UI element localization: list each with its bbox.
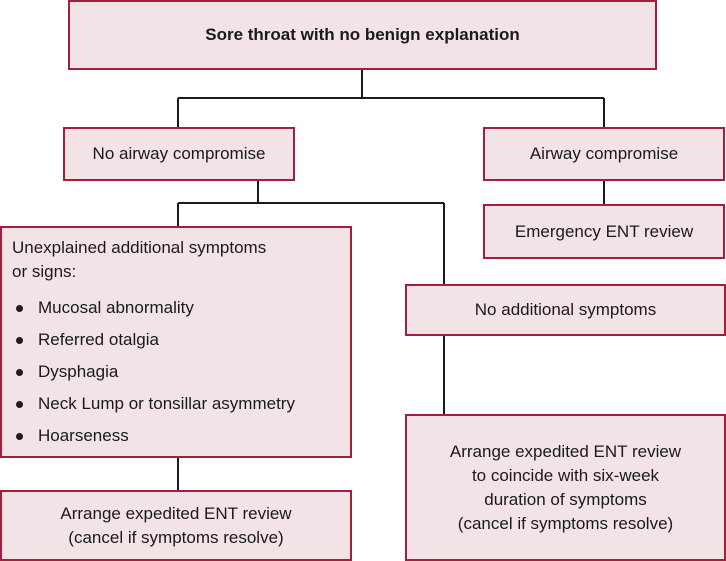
airway-compromise-label: Airway compromise	[529, 144, 679, 163]
root-node-label: Sore throat with no benign explanation	[205, 25, 520, 44]
expedited-sixweek-line3: duration of symptoms	[484, 489, 647, 509]
symptom-item: Dysphagia	[12, 356, 340, 388]
unexplained-symptoms-node: Unexplained additional symptoms or signs…	[0, 226, 352, 458]
expedited-review-cancel-node: Arrange expedited ENT review (cancel if …	[0, 490, 352, 561]
airway-compromise-node: Airway compromise	[483, 127, 725, 181]
expedited-sixweek-line4: (cancel if symptoms resolve)	[457, 513, 674, 533]
symptom-item: Mucosal abnormality	[12, 292, 340, 324]
expedited-sixweek-line2: to coincide with six-week	[471, 465, 660, 485]
symptom-item: Hoarseness	[12, 420, 340, 452]
no-airway-compromise-label: No airway compromise	[92, 144, 266, 163]
no-additional-symptoms-label: No additional symptoms	[474, 300, 657, 319]
expedited-cancel-line1: Arrange expedited ENT review	[60, 503, 292, 523]
expedited-sixweek-line1: Arrange expedited ENT review	[449, 441, 682, 461]
emergency-ent-review-node: Emergency ENT review	[483, 204, 725, 259]
emergency-ent-review-label: Emergency ENT review	[514, 221, 694, 241]
symptom-item: Neck Lump or tonsillar asymmetry	[12, 388, 340, 420]
unexplained-heading-line1: Unexplained additional symptoms	[12, 238, 267, 257]
root-node: Sore throat with no benign explanation	[68, 0, 657, 70]
unexplained-heading-line2: or signs:	[12, 262, 77, 281]
expedited-review-sixweek-node: Arrange expedited ENT review to coincide…	[405, 414, 726, 561]
symptom-item: Referred otalgia	[12, 324, 340, 356]
no-additional-symptoms-node: No additional symptoms	[405, 284, 726, 336]
expedited-cancel-line2: (cancel if symptoms resolve)	[68, 527, 284, 547]
symptom-list: Mucosal abnormality Referred otalgia Dys…	[12, 292, 340, 452]
no-airway-compromise-node: No airway compromise	[63, 127, 295, 181]
